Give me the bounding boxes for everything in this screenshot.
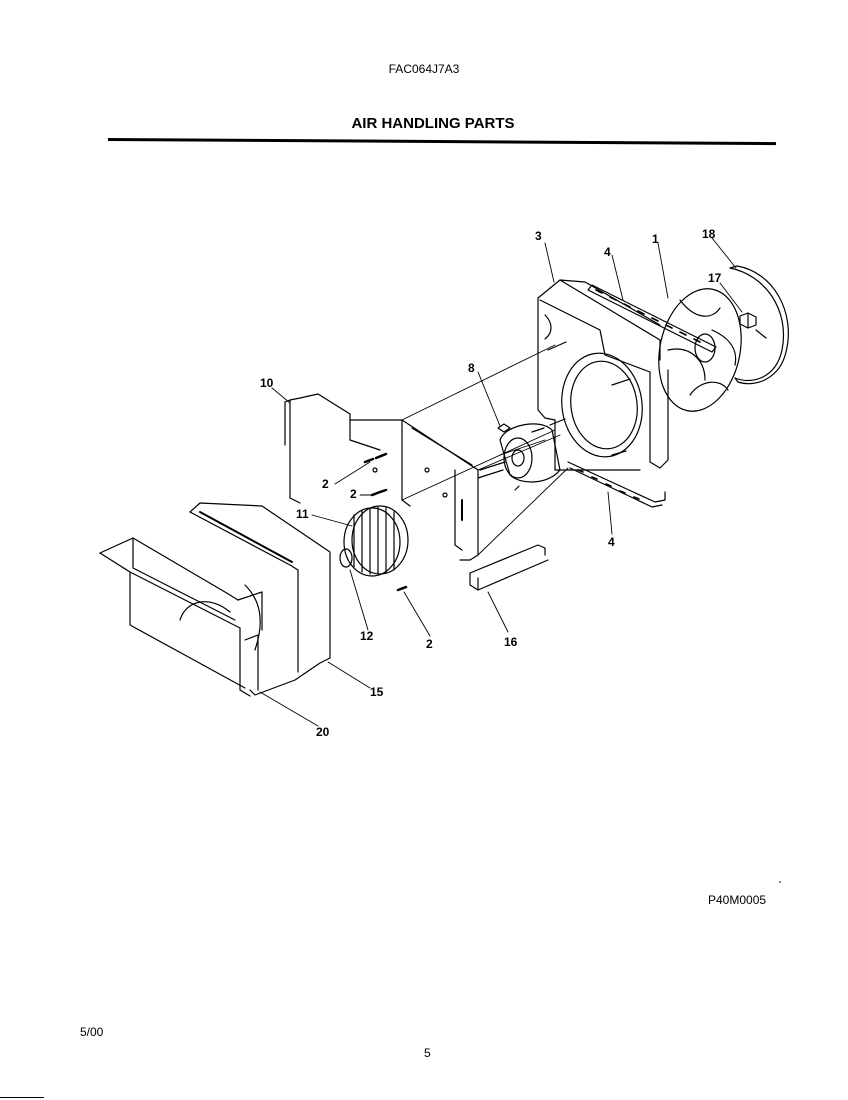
corner-mark: [0, 1097, 44, 1098]
callout-8: 8: [468, 361, 475, 375]
drawing-code: P40M0005: [708, 893, 767, 907]
stray-dot: [779, 881, 781, 883]
callout-16: 16: [504, 635, 518, 649]
callout-3: 3: [535, 229, 542, 243]
part-screws: [363, 452, 408, 592]
callout-4-bottom: 4: [608, 535, 615, 549]
leader-lines: [259, 237, 743, 727]
part-fan-motor: [477, 423, 561, 491]
part-seal-strips: [567, 284, 717, 508]
callout-12: 12: [360, 629, 374, 643]
part-scroll-panel: [284, 393, 479, 561]
revision-date: 5/00: [80, 1025, 104, 1039]
callout-10: 10: [260, 376, 274, 390]
page-title: AIR HANDLING PARTS: [351, 115, 515, 132]
part-fan-nut: [739, 312, 767, 339]
callout-2-lower: 2: [426, 637, 433, 651]
part-blower-wheel: [339, 505, 409, 577]
alignment-lines: [401, 344, 569, 556]
callout-20: 20: [316, 725, 330, 739]
part-support-rail: [469, 544, 549, 591]
callout-2-middle: 2: [350, 487, 357, 501]
callout-17: 17: [708, 271, 722, 285]
part-shroud-ring: [729, 265, 789, 385]
callout-18: 18: [702, 227, 716, 241]
callout-2-upper: 2: [322, 477, 329, 491]
part-condenser-fan: [658, 288, 742, 412]
callout-11: 11: [296, 507, 309, 521]
callout-4-top: 4: [604, 245, 611, 259]
part-front-panel: [99, 537, 263, 697]
part-air-duct: [189, 502, 331, 696]
callout-15: 15: [370, 685, 384, 699]
model-number: FAC064J7A3: [388, 62, 460, 76]
callout-1: 1: [652, 232, 659, 246]
page-number: 5: [424, 1046, 431, 1060]
part-fan-bracket: [537, 279, 669, 471]
